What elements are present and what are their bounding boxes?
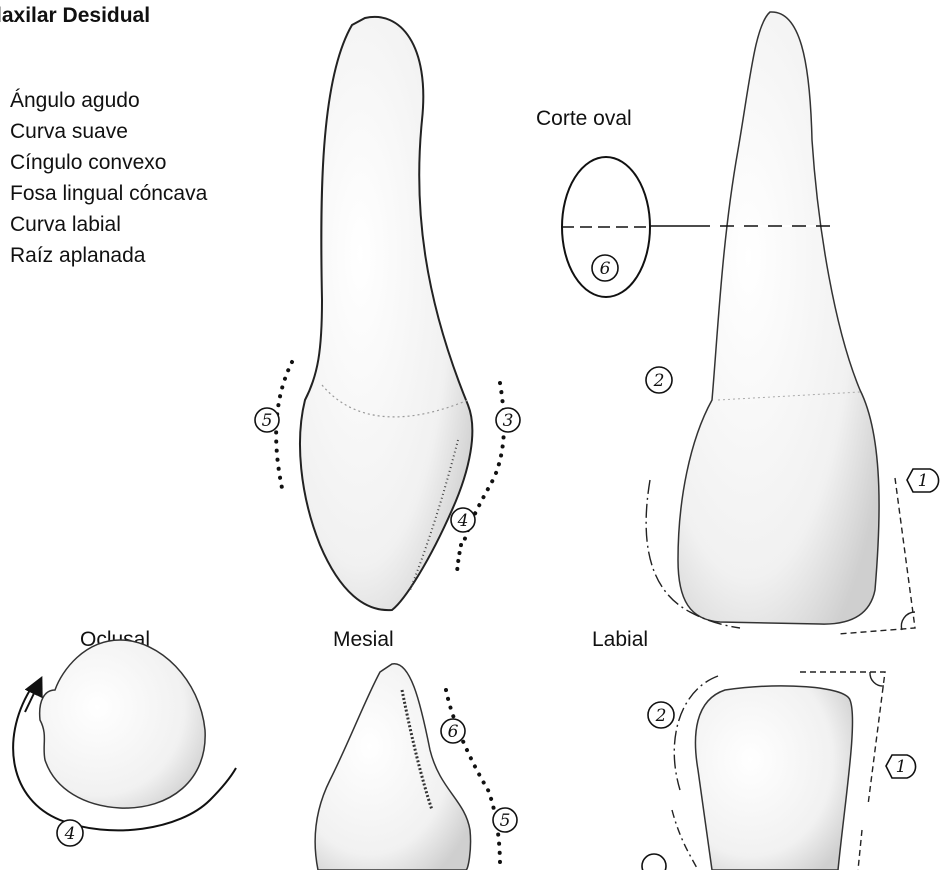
tooth-outline — [315, 664, 470, 870]
svg-text:2: 2 — [653, 371, 665, 391]
marker-1-lower: 1 — [886, 755, 916, 778]
tooth-right-lower — [672, 672, 885, 870]
marker-2-lower: 2 — [648, 702, 674, 728]
svg-text:4: 4 — [457, 511, 469, 531]
tooth-mesial — [315, 664, 500, 870]
arrow-icon — [25, 685, 38, 712]
svg-text:6: 6 — [448, 722, 459, 742]
svg-text:2: 2 — [655, 706, 667, 726]
marker-2-bottom-partial — [642, 854, 666, 870]
svg-text:5: 5 — [500, 811, 511, 831]
svg-text:4: 4 — [64, 824, 76, 844]
tooth-outline — [695, 686, 852, 870]
marker-6-mesial: 6 — [441, 719, 465, 743]
tooth-outline — [300, 17, 472, 610]
angle-arc — [901, 612, 915, 630]
marker-3-upper: 3 — [496, 408, 520, 432]
svg-text:3: 3 — [503, 411, 514, 431]
marker-5-mesial: 5 — [493, 808, 517, 832]
tooth-outline — [678, 12, 879, 624]
svg-text:1: 1 — [918, 471, 929, 491]
tooth-oclusal — [13, 640, 236, 830]
svg-text:5: 5 — [262, 411, 273, 431]
marker-4-upper: 4 — [451, 508, 475, 532]
marker-1-upper: 1 — [907, 469, 939, 492]
marker-5-upper: 5 — [255, 408, 279, 432]
dotted-curve-4 — [457, 545, 461, 572]
angle-arc-lower — [870, 672, 884, 686]
svg-text:6: 6 — [600, 259, 611, 279]
dashdot-curve-lower — [672, 810, 698, 870]
dashed-line-lower — [858, 830, 862, 870]
marker-6-oval: 6 — [592, 255, 618, 281]
marker-4-oclusal: 4 — [57, 820, 83, 846]
tooth-right-upper — [646, 12, 915, 634]
marker-2-upper: 2 — [646, 367, 672, 393]
svg-text:1: 1 — [896, 757, 907, 777]
tooth-outline — [40, 640, 206, 808]
